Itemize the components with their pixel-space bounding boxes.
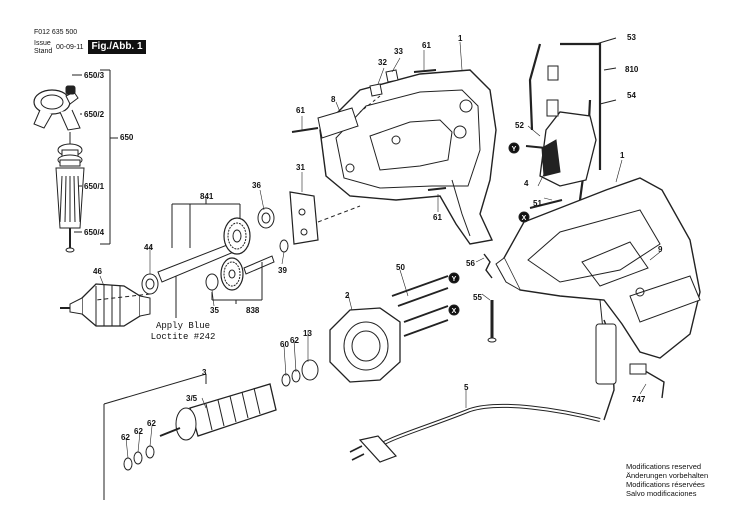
- callout-4: 4: [524, 179, 529, 188]
- loctite-note: Apply Blue Loctite #242: [146, 321, 220, 343]
- svg-text:Y: Y: [512, 146, 517, 153]
- callout-36: 36: [252, 181, 261, 190]
- figure-label: Fig./Abb. 1: [88, 40, 146, 54]
- leader-lines: [99, 41, 661, 459]
- callout-39: 39: [278, 266, 287, 275]
- callout-52: 52: [515, 121, 524, 130]
- callout-810: 810: [625, 65, 639, 74]
- callout-32: 32: [378, 58, 387, 67]
- loctite-line-1: Apply Blue: [155, 321, 210, 331]
- callout-62: 62: [121, 433, 130, 442]
- power-cable: [349, 253, 665, 463]
- callout-5: 5: [464, 383, 469, 392]
- housing-half: [291, 69, 497, 245]
- callout-747: 747: [632, 395, 646, 404]
- svg-text:X: X: [522, 215, 527, 222]
- assembled-drill: [495, 177, 701, 359]
- callout-3-5: 3/5: [186, 394, 198, 403]
- note-es: Salvo modificaciones: [626, 489, 697, 498]
- switch-wiring-group: [525, 37, 617, 209]
- callout-1: 1: [458, 34, 463, 43]
- issue-date: 00-09-11: [56, 44, 84, 51]
- note-en: Modifications reserved: [626, 462, 702, 471]
- callout-1: 1: [620, 151, 625, 160]
- marker-y-1: [508, 142, 520, 154]
- issue-label: Issue: [34, 40, 51, 47]
- svg-text:X: X: [452, 308, 457, 315]
- callout-61: 61: [433, 213, 442, 222]
- callout-55: 55: [473, 293, 482, 302]
- callout-650-4: 650/4: [84, 228, 105, 237]
- callout-50: 50: [396, 263, 405, 272]
- note-de: Änderungen vorbehalten: [626, 471, 709, 480]
- callout-8: 8: [331, 95, 336, 104]
- callout-60: 60: [280, 340, 289, 349]
- modifications-notice: Modifications reserved Änderungen vorbeh…: [626, 462, 708, 498]
- stand-label: Stand: [34, 48, 53, 55]
- marker-x-1: [518, 211, 530, 223]
- callout-46: 46: [93, 267, 102, 276]
- auxiliary-handle-group: [33, 69, 118, 253]
- callout-61: 61: [296, 106, 305, 115]
- callout-13: 13: [303, 329, 312, 338]
- callout-54: 54: [627, 91, 636, 100]
- callout-650-2: 650/2: [84, 110, 105, 119]
- callout-31: 31: [296, 163, 305, 172]
- callout-33: 33: [394, 47, 403, 56]
- part-number: F012 635 500: [34, 29, 78, 36]
- callout-51: 51: [533, 199, 542, 208]
- note-fr: Modifications réservées: [626, 480, 705, 489]
- callout-2: 2: [345, 291, 350, 300]
- callout-9: 9: [658, 245, 663, 254]
- connection-markers: Y X Y X: [448, 142, 530, 316]
- callout-53: 53: [627, 33, 636, 42]
- callout-62: 62: [290, 336, 299, 345]
- svg-text:Y: Y: [452, 276, 457, 283]
- armature-group: [103, 359, 319, 500]
- callout-56: 56: [466, 259, 475, 268]
- callout-3: 3: [202, 368, 207, 377]
- marker-x-2: [448, 304, 460, 316]
- callout-650: 650: [120, 133, 134, 142]
- callout-650-3: 650/3: [84, 71, 105, 80]
- callout-841: 841: [200, 192, 214, 201]
- drill-chuck: [60, 283, 151, 327]
- callout-62: 62: [147, 419, 156, 428]
- callout-650-1: 650/1: [84, 182, 105, 191]
- field-coil-group: [329, 275, 449, 383]
- spindle-gear-group: [95, 191, 361, 318]
- callout-838: 838: [246, 306, 260, 315]
- callout-labels: 1 1 2 3 3/5 4 5 8 9 13 31 32 33 35 36 39…: [84, 33, 663, 442]
- callout-44: 44: [144, 243, 153, 252]
- loctite-line-2: Loctite #242: [150, 332, 216, 342]
- marker-y-2: [448, 272, 460, 284]
- callout-35: 35: [210, 306, 219, 315]
- callout-62: 62: [134, 427, 143, 436]
- callout-61: 61: [422, 41, 431, 50]
